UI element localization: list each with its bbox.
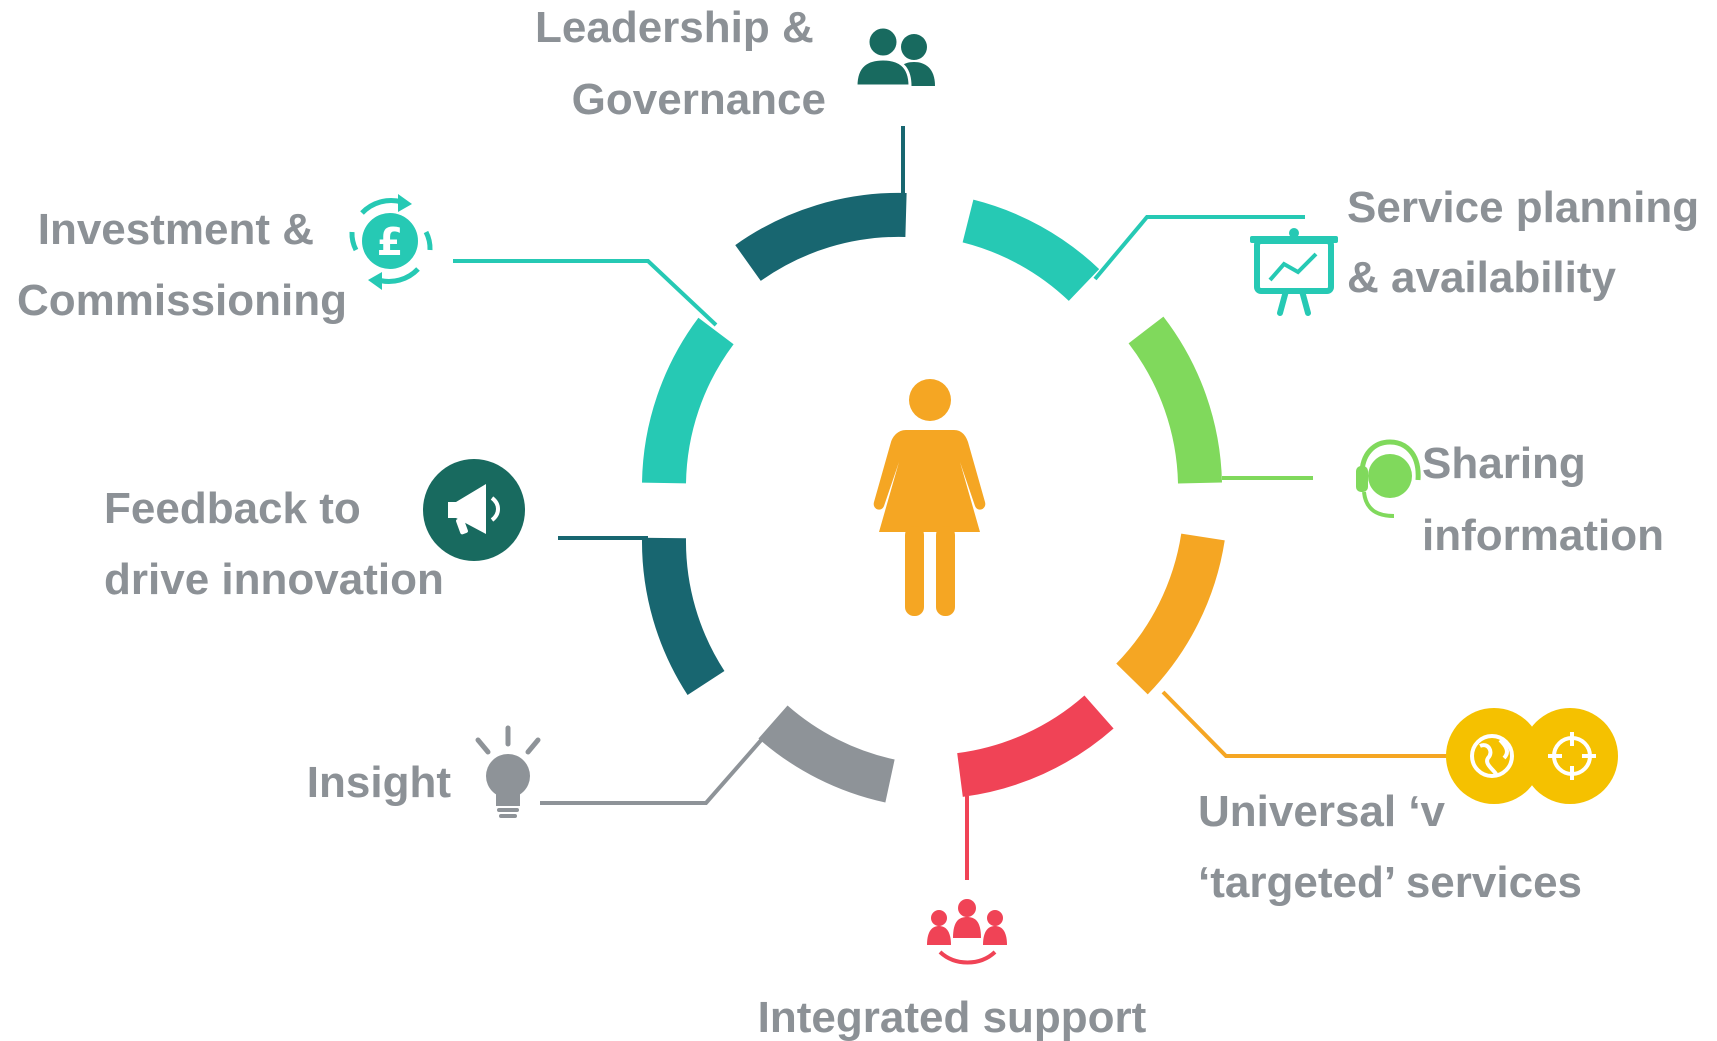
ring-segment-feedback (641, 537, 725, 695)
label-leadership-line1: Leadership & (535, 3, 814, 52)
connector-insight (540, 736, 765, 805)
ring-segment-insight (758, 705, 896, 803)
globe-target-icon (1446, 708, 1618, 804)
connectors (453, 126, 1455, 880)
label-sharing: Sharing information (1422, 439, 1664, 560)
label-feedback-line2: drive innovation (104, 555, 444, 604)
pound-cycle-icon: £ (349, 194, 433, 290)
label-investment: Investment & Commissioning (17, 205, 347, 325)
label-integrated: Integrated support (758, 993, 1147, 1041)
ring-segment-universal (1116, 533, 1225, 695)
label-leadership: Leadership & Governance (535, 3, 826, 124)
headset-icon (1356, 439, 1421, 518)
label-feedback: Feedback to drive innovation (104, 484, 444, 604)
presentation-chart-icon (1250, 228, 1338, 316)
label-universal: Universal ‘v ‘targeted’ services (1198, 787, 1582, 907)
connector-universal (1161, 690, 1455, 758)
label-service-planning-line1: Service planning (1347, 183, 1699, 232)
people-pair-icon (854, 25, 935, 88)
connector-investment (453, 259, 718, 327)
label-insight: Insight (307, 758, 452, 807)
team-group-icon (927, 899, 1007, 965)
megaphone-icon (423, 459, 525, 561)
label-sharing-line1: Sharing (1422, 439, 1586, 488)
label-investment-line1: Investment & (38, 205, 314, 254)
label-universal-line1: Universal ‘v (1198, 787, 1446, 836)
label-investment-line2: Commissioning (17, 276, 347, 325)
ring-segment-leadership (735, 192, 907, 282)
ring (641, 192, 1225, 803)
ring-segment-sharing (1128, 316, 1222, 484)
label-service-planning-line2: & availability (1347, 253, 1617, 302)
ring-segment-integrated (956, 695, 1114, 797)
lightbulb-icon (475, 725, 541, 818)
labels: Leadership & Governance Service planning… (17, 3, 1711, 1041)
svg-text:£: £ (377, 220, 403, 264)
label-sharing-line2: information (1422, 511, 1664, 560)
label-feedback-line1: Feedback to (104, 484, 361, 533)
label-service-planning: Service planning & availability (1347, 183, 1711, 302)
label-universal-line2: ‘targeted’ services (1198, 858, 1582, 907)
label-insight-line1: Insight (307, 758, 452, 807)
connector-service-planning (1093, 215, 1305, 281)
label-integrated-line1: Integrated support (758, 993, 1147, 1041)
ring-segment-service-planning (962, 199, 1100, 302)
woman-figure-icon (873, 379, 986, 616)
label-leadership-line2: Governance (572, 75, 826, 124)
ring-segment-investment (642, 317, 734, 484)
